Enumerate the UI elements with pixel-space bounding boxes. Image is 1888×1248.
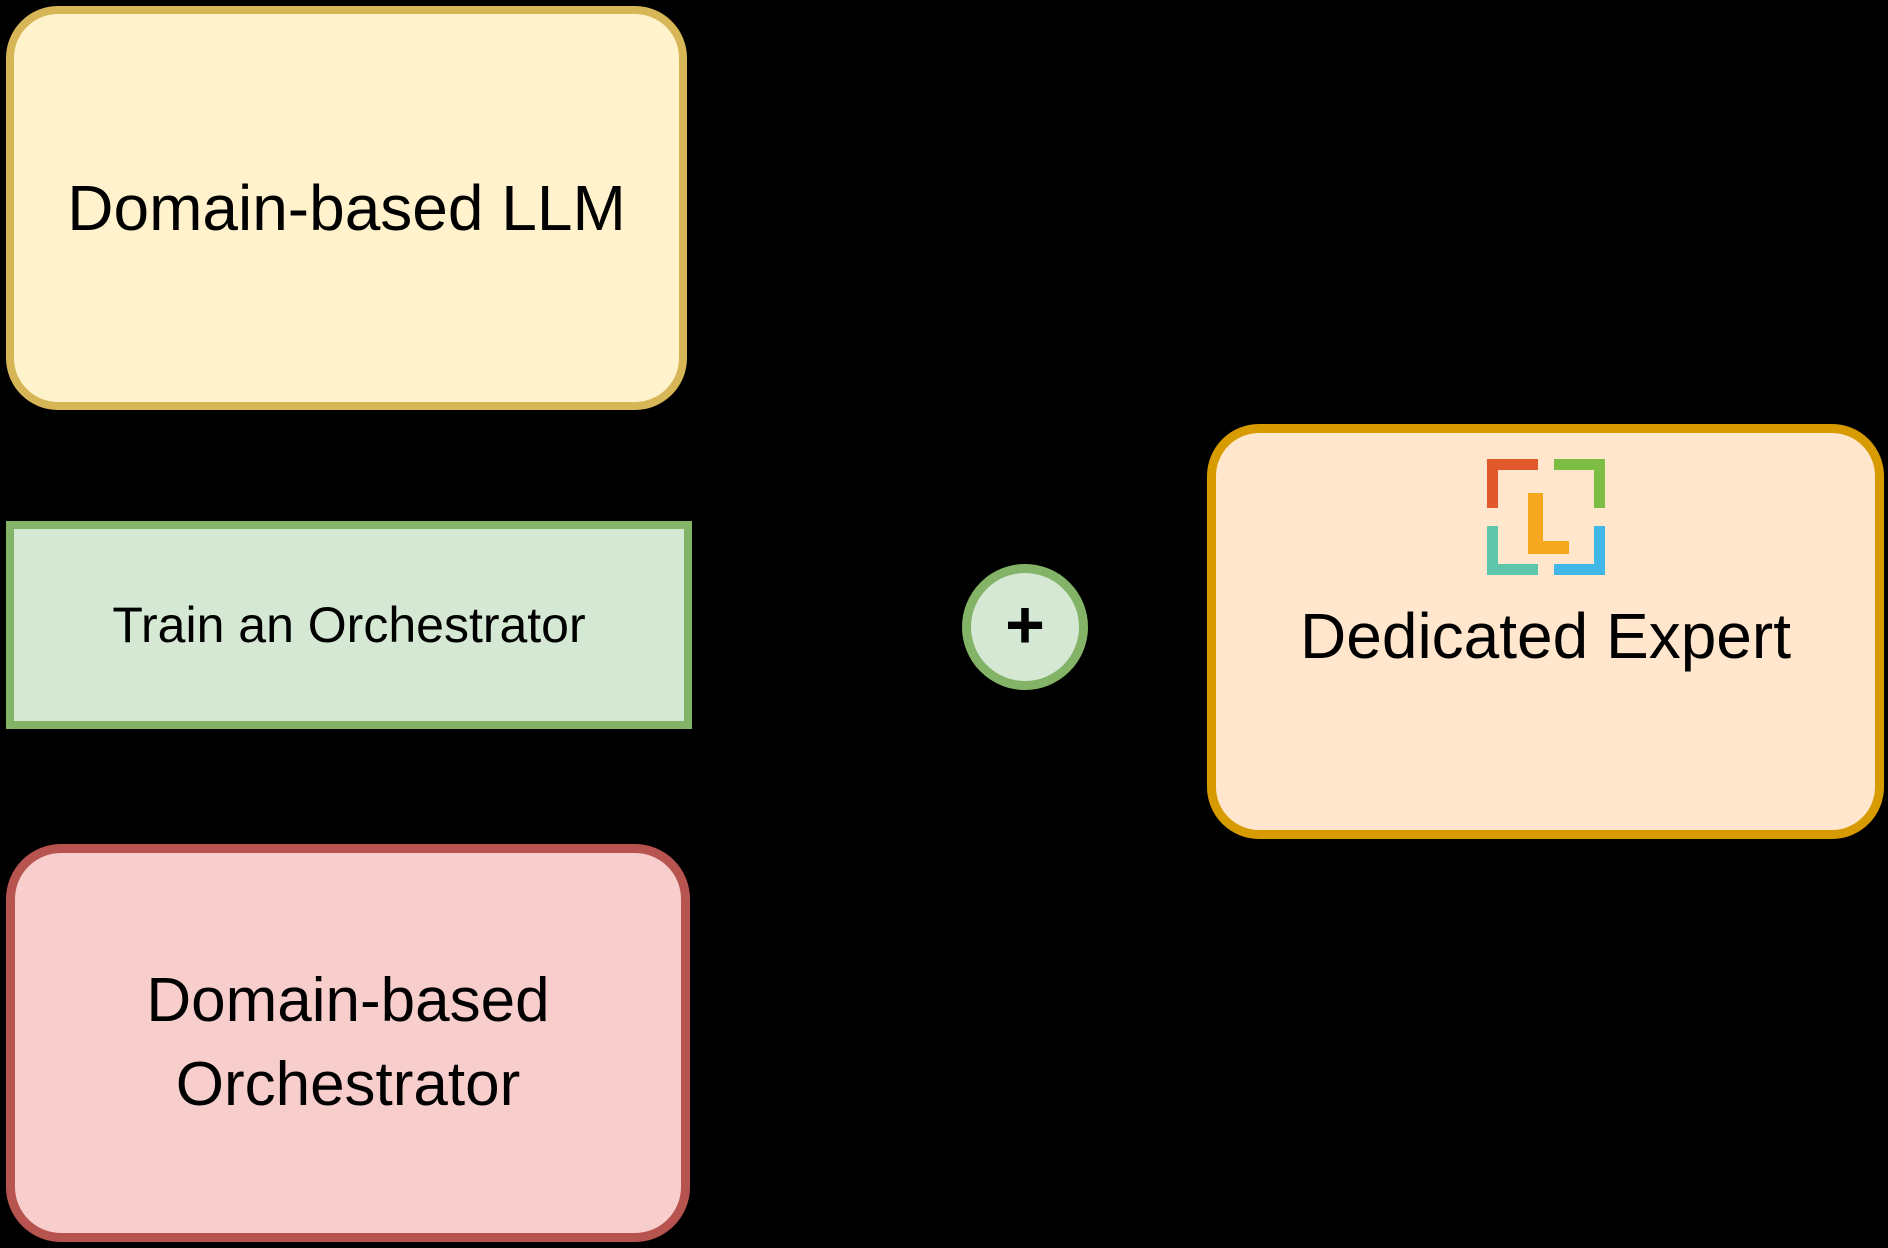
node-dedicated-expert-label: Dedicated Expert — [1300, 600, 1791, 672]
node-domain-based-llm-label: Domain-based LLM — [67, 172, 626, 244]
node-domain-based-orchestrator-label: Domain-based Orchestrator — [146, 966, 550, 1119]
arrow-into-domain-llm — [682, 199, 1205, 215]
corner-brackets-L-logo-icon — [1486, 459, 1605, 575]
node-train-an-orchestrator-label: Train an Orchestrator — [112, 597, 586, 653]
arrow-llm-to-train-orchestrator — [338, 403, 354, 530]
arrow-into-domain-orchestrator — [682, 1035, 1205, 1051]
plus-sign: + — [1005, 587, 1045, 663]
arrow-plus-to-dedicated-expert — [1082, 617, 1213, 633]
node-domain-based-orchestrator: Domain-based Orchestrator — [6, 844, 690, 1242]
arrow-train-orchestrator-to-domain-orchestrator — [337, 721, 353, 848]
plus-junction-node: + — [962, 564, 1088, 690]
node-train-an-orchestrator: Train an Orchestrator — [6, 521, 692, 729]
node-dedicated-expert: Dedicated Expert — [1207, 424, 1884, 839]
node-domain-based-llm: Domain-based LLM — [6, 6, 687, 410]
